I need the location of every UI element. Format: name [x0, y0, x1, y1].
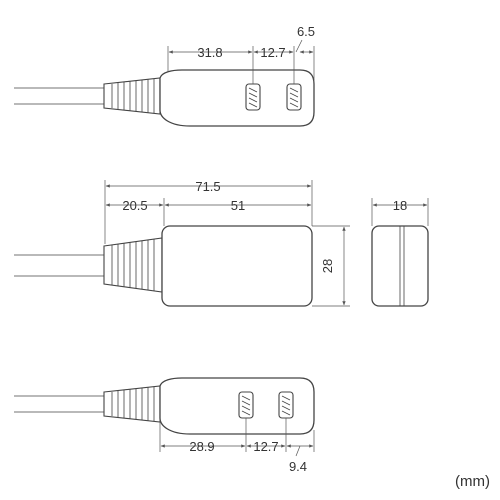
- plug-body-bottom: [159, 377, 315, 435]
- dim-bottom-c: 9.4: [289, 459, 307, 474]
- socket-slot-right: [286, 83, 302, 111]
- dim-top-b: 12.7: [260, 45, 285, 60]
- plug-body-side: [161, 225, 313, 307]
- grip-ridges: [111, 79, 155, 113]
- strain-relief: [103, 237, 163, 293]
- dim-side-total: 71.5: [195, 179, 220, 194]
- slot-hatch: [241, 395, 291, 416]
- dim-bottom-a: 28.9: [189, 439, 214, 454]
- slot-hatch: [248, 87, 299, 108]
- side-view: 71.5 20.5 51 28: [14, 179, 350, 307]
- dim-side-height: 28: [320, 259, 335, 273]
- dim-top-c: 6.5: [297, 24, 315, 39]
- top-view: 31.8 12.7 6.5: [14, 24, 315, 127]
- grip-ridges: [111, 387, 155, 421]
- plug-body-top: [159, 69, 315, 127]
- socket-slot-right: [278, 391, 294, 419]
- unit-label: (mm): [455, 473, 490, 490]
- dim-side-cable: 20.5: [122, 198, 147, 213]
- socket-slot-left: [245, 83, 261, 111]
- grip-ridges: [111, 239, 155, 291]
- dim-end-width: 18: [393, 198, 407, 213]
- dim-top-a: 31.8: [197, 45, 222, 60]
- end-view: 18: [371, 198, 429, 307]
- bottom-view: 28.9 12.7 9.4: [14, 377, 315, 474]
- dim-bottom-b: 12.7: [253, 439, 278, 454]
- dim-side-body: 51: [231, 198, 245, 213]
- socket-slot-left: [238, 391, 254, 419]
